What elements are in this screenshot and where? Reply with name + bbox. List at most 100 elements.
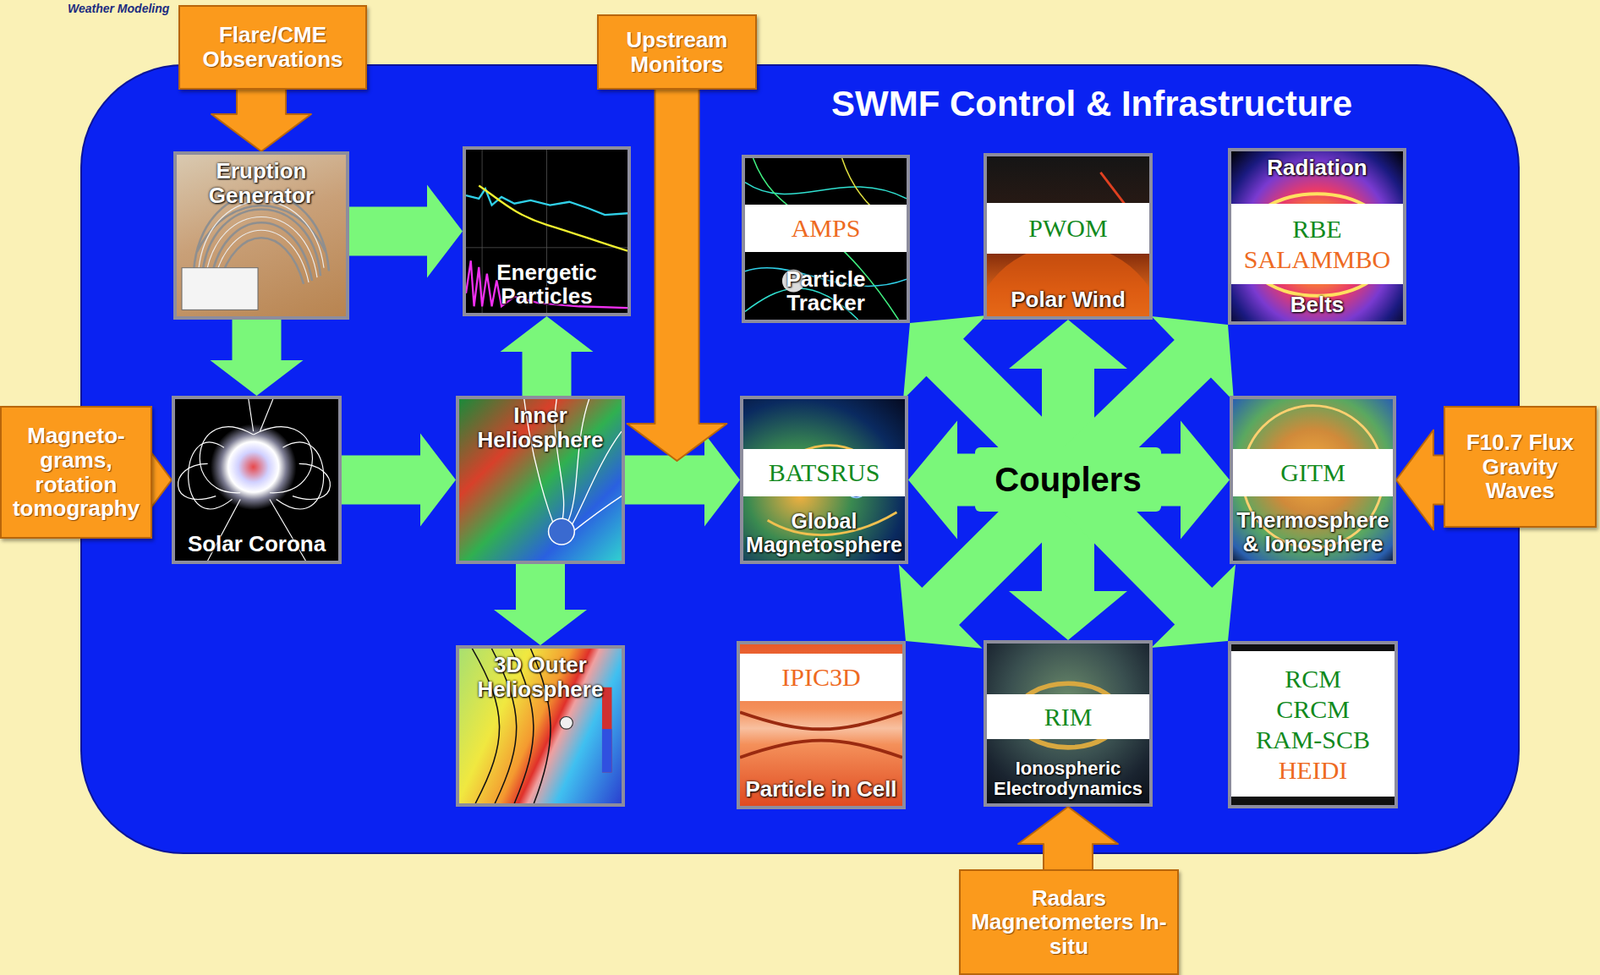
node-text: Magneto- grams, rotation tomography xyxy=(10,423,143,521)
node-text: Couplers xyxy=(994,460,1141,499)
model-tile: RCMCRCMRAM-SCBHEIDI xyxy=(1227,641,1398,809)
label-band: BATSRUS xyxy=(743,449,905,496)
caption-slot: Global Magnetosphere xyxy=(743,509,905,557)
label-band: RBESALAMMBO xyxy=(1231,203,1403,284)
region-title: SWMF Control & Infrastructure xyxy=(831,82,1353,126)
input-box: Radars Magnetometers In-situ xyxy=(958,869,1179,975)
model-name: SALAMMBO xyxy=(1231,244,1403,275)
logo-text: Weather Modeling xyxy=(67,1,170,16)
illustration-shape xyxy=(1100,172,1125,205)
model-tile: Solar Corona xyxy=(171,395,342,565)
label-band: PWOM xyxy=(986,202,1150,254)
label-band: AMPS xyxy=(745,204,907,252)
illustration-shape xyxy=(178,463,217,499)
model-name: PWOM xyxy=(986,213,1150,244)
tile-caption: Belts xyxy=(1233,292,1401,318)
framework-region: SWMF Control & InfrastructureEruption Ge… xyxy=(82,65,1518,853)
caption-slot: Thermosphere & Ionosphere xyxy=(1232,508,1393,557)
illustration-shape xyxy=(248,399,254,432)
illustration-shape xyxy=(478,185,628,251)
model-tile: BATSRUS Global Magnetosphere xyxy=(739,395,909,565)
flow-arrow xyxy=(210,319,304,396)
tile-caption: Global Magnetosphere xyxy=(745,509,903,557)
label-band: RCMCRCMRAM-SCBHEIDI xyxy=(1231,655,1395,794)
coupler-hub: Couplers xyxy=(975,447,1162,512)
input-arrow xyxy=(627,64,728,461)
flow-arrow xyxy=(493,564,587,646)
caption-slot: Particle Tracker xyxy=(745,267,907,316)
model-name: GITM xyxy=(1232,457,1393,488)
caption-slot: Eruption Generator xyxy=(176,158,346,208)
model-tile: RadiationRBESALAMMBO Belts xyxy=(1227,147,1407,325)
illustration-shape xyxy=(739,712,903,729)
illustration-shape xyxy=(465,149,628,313)
node-text: F10.7 Flux Gravity Waves xyxy=(1453,430,1587,504)
input-box: F10.7 Flux Gravity Waves xyxy=(1443,405,1597,528)
caption-slot: Ionospheric Electrodynamics xyxy=(986,758,1150,800)
illustration-shape xyxy=(465,260,628,308)
model-tile: Eruption Generator xyxy=(173,151,350,320)
flow-arrow xyxy=(624,433,740,527)
label-band: IPIC3D xyxy=(739,653,903,701)
illustration-shape xyxy=(739,712,903,757)
flow-arrow xyxy=(341,433,456,527)
model-name: AMPS xyxy=(745,213,907,244)
node-text: Upstream Monitors xyxy=(607,27,747,77)
caption-slot: Radiation xyxy=(1231,155,1403,181)
logo-label: Weather Modeling xyxy=(67,0,170,17)
caption-slot: 3D Outer Heliosphere xyxy=(459,652,622,702)
label-band: RIM xyxy=(986,694,1150,740)
illustration-shape xyxy=(259,399,273,432)
illustration-shape xyxy=(745,158,907,320)
model-name: RBE xyxy=(1231,213,1403,245)
model-name: HEIDI xyxy=(1231,755,1395,786)
tile-caption: Inner Heliosphere xyxy=(461,403,620,452)
tile-caption: Polar Wind xyxy=(989,287,1147,313)
flow-arrow xyxy=(500,316,594,396)
model-name: CRCM xyxy=(1231,694,1395,725)
flow-arrow xyxy=(349,185,463,279)
illustration-shape xyxy=(198,201,324,269)
tile-caption: 3D Outer Heliosphere xyxy=(461,652,620,702)
illustration-shape xyxy=(566,399,590,526)
caption-slot: Solar Corona xyxy=(175,531,339,557)
illustration-shape xyxy=(465,149,628,313)
caption-slot: Polar Wind xyxy=(986,287,1150,313)
tile-caption: Particle Tracker xyxy=(747,267,905,316)
illustration-shape xyxy=(602,687,613,773)
model-name: RCM xyxy=(1231,663,1395,695)
label-band: GITM xyxy=(1232,449,1393,496)
model-tile: RIM Ionospheric Electrodynamics xyxy=(983,640,1153,807)
model-name: IPIC3D xyxy=(739,662,903,693)
node-text: Radars Magnetometers In-situ xyxy=(969,886,1169,959)
tile-caption: Energetic Particles xyxy=(468,260,625,309)
model-name: RIM xyxy=(986,701,1150,733)
model-tile: PWOM Polar Wind xyxy=(983,153,1153,320)
input-box: Flare/CME Observations xyxy=(178,5,368,90)
title-slot: SWMF Control & Infrastructure xyxy=(831,82,1353,126)
model-tile: AMPS Particle Tracker xyxy=(741,154,910,324)
model-tile: 3D Outer Heliosphere xyxy=(455,645,625,807)
tile-caption: Thermosphere & Ionosphere xyxy=(1235,508,1391,557)
illustration-shape xyxy=(199,427,253,494)
illustration-shape xyxy=(253,427,313,494)
model-tile: Energetic Particles xyxy=(462,146,631,317)
illustration-shape xyxy=(572,496,622,532)
tile-caption: Radiation xyxy=(1233,155,1401,181)
illustration-shape xyxy=(986,244,1150,317)
node-text: Flare/CME Observations xyxy=(188,22,357,72)
tile-caption: Particle in Cell xyxy=(742,777,900,802)
caption-slot: Belts xyxy=(1231,292,1403,318)
tile-caption: Solar Corona xyxy=(177,531,336,557)
model-tile: GITM Thermosphere & Ionosphere xyxy=(1229,395,1397,565)
illustration-shape xyxy=(745,182,907,199)
illustration-shape xyxy=(602,728,613,773)
illustration-shape xyxy=(181,268,258,311)
input-box: Upstream Monitors xyxy=(597,14,757,90)
model-tile: IPIC3D Particle in Cell xyxy=(736,641,906,810)
caption-slot: Energetic Particles xyxy=(465,260,628,309)
illustration-shape xyxy=(739,740,903,758)
illustration-shape xyxy=(559,717,573,730)
input-box: Magneto- grams, rotation tomography xyxy=(0,405,153,539)
model-name: RAM-SCB xyxy=(1231,724,1395,756)
